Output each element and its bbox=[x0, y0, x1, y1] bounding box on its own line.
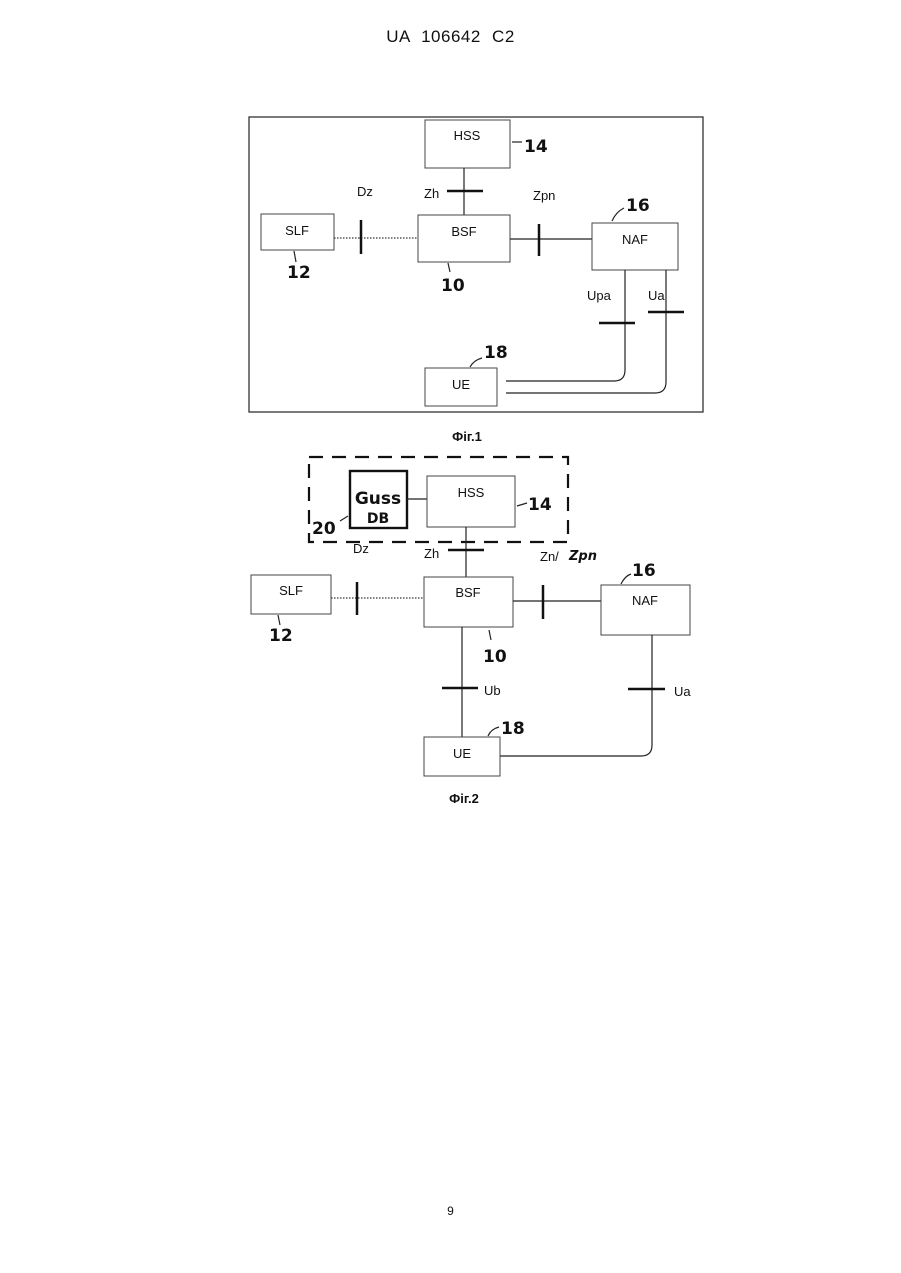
fig2-guss-label-line1: Guss bbox=[355, 489, 401, 509]
fig2-naf-ref: 16 bbox=[632, 561, 656, 581]
fig1-bsf-label: BSF bbox=[451, 224, 476, 239]
fig1-ua-link bbox=[506, 270, 666, 393]
fig1-hss-ref: 14 bbox=[524, 137, 548, 157]
fig2-hss-ref: 14 bbox=[528, 495, 552, 515]
fig2-ue-ref: 18 bbox=[501, 719, 525, 739]
fig1-bsf-ref: 10 bbox=[441, 276, 465, 296]
fig1-naf-label: NAF bbox=[622, 232, 648, 247]
fig1-slf-label: SLF bbox=[285, 223, 309, 238]
fig2-hss-box bbox=[427, 476, 515, 527]
fig1-upa-label: Upa bbox=[587, 288, 612, 303]
fig1-ua-label: Ua bbox=[648, 288, 665, 303]
fig2-zpn-hand-label: Zpn bbox=[568, 549, 597, 564]
fig1-bsf-ref-leader bbox=[448, 263, 450, 272]
fig2-bsf-ref-leader bbox=[489, 630, 491, 640]
fig2-slf-ref: 12 bbox=[269, 626, 293, 646]
fig1-slf-ref: 12 bbox=[287, 263, 311, 283]
fig1-upa-link bbox=[506, 270, 625, 381]
fig2-bsf-ref: 10 bbox=[483, 647, 507, 667]
fig1-naf-ref-leader bbox=[612, 208, 624, 221]
fig2-guss-ref: 20 bbox=[312, 519, 336, 539]
fig2-ue-label: UE bbox=[453, 746, 471, 761]
figure-1: HSS 14 Zh SLF 12 Dz BSF 10 Zpn NAF 16 U bbox=[249, 117, 703, 444]
fig1-ue-ref: 18 bbox=[484, 343, 508, 363]
fig2-hss-label: HSS bbox=[458, 485, 485, 500]
fig2-slf-label: SLF bbox=[279, 583, 303, 598]
fig1-dz-label: Dz bbox=[357, 184, 373, 199]
fig2-slf-ref-leader bbox=[278, 615, 280, 625]
fig1-slf-ref-leader bbox=[294, 251, 296, 262]
fig2-ua-label: Ua bbox=[674, 684, 691, 699]
fig1-zh-label: Zh bbox=[424, 186, 439, 201]
fig1-ue-ref-leader bbox=[470, 358, 482, 367]
fig1-zpn-label: Zpn bbox=[533, 188, 555, 203]
fig2-zn-label: Zn/ bbox=[540, 549, 559, 564]
fig2-caption: Фіг.2 bbox=[449, 791, 479, 806]
fig1-caption: Фіг.1 bbox=[452, 429, 482, 444]
page-number: 9 bbox=[0, 1204, 901, 1218]
fig2-guss-ref-leader bbox=[340, 516, 348, 521]
fig1-hss-label: HSS bbox=[454, 128, 481, 143]
figure-2: Guss DB 20 HSS 14 Zh Dz Zn/ Zpn SLF 12 B… bbox=[251, 457, 691, 806]
fig2-dz-label: Dz bbox=[353, 541, 369, 556]
fig1-naf-ref: 16 bbox=[626, 196, 650, 216]
fig2-hss-ref-leader bbox=[517, 503, 527, 506]
fig2-ub-label: Ub bbox=[484, 683, 501, 698]
fig2-naf-label: NAF bbox=[632, 593, 658, 608]
fig2-naf-ref-leader bbox=[621, 574, 631, 584]
fig2-bsf-label: BSF bbox=[455, 585, 480, 600]
fig2-zh-label: Zh bbox=[424, 546, 439, 561]
fig2-guss-label-line2: DB bbox=[367, 511, 389, 527]
fig2-ue-ref-leader bbox=[488, 727, 499, 736]
fig1-ue-label: UE bbox=[452, 377, 470, 392]
